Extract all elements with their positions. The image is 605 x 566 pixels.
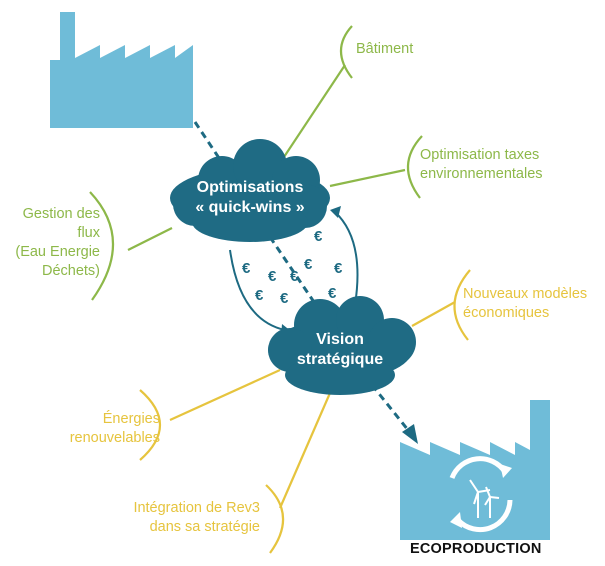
connector-gestion xyxy=(127,227,173,251)
cycle-arrowhead-right xyxy=(330,206,341,218)
euro-icon: € xyxy=(255,287,264,304)
cycle-arrow-left xyxy=(229,249,286,331)
label-batiment: Bâtiment xyxy=(356,40,413,59)
ecoproduction-title: ECOPRODUCTION xyxy=(410,541,542,557)
recycle-wind-icon xyxy=(449,456,513,533)
euro-icon: € xyxy=(314,228,323,245)
dashed-arrow-middle xyxy=(268,236,320,309)
label-batiment-line1: Bâtiment xyxy=(356,41,414,57)
label-modeles-line2: économiques xyxy=(463,305,550,321)
label-energies: Énergies renouvelables xyxy=(40,410,160,448)
arrowhead-bottom xyxy=(402,424,418,444)
label-gestion-line4: Déchets) xyxy=(41,263,100,279)
label-gestion-line2: flux xyxy=(77,225,100,241)
label-gestion-line1: Gestion des xyxy=(22,206,100,222)
label-energies-line2: renouvelables xyxy=(69,430,160,446)
cloud-vision-line1: Vision xyxy=(316,331,364,348)
bracket-batiment xyxy=(339,25,353,79)
connector-rev3 xyxy=(278,392,332,509)
bracket-rev3 xyxy=(265,484,285,554)
euro-icon: € xyxy=(280,290,289,307)
connector-batiment xyxy=(281,64,346,161)
euro-icon: € xyxy=(290,268,299,285)
cycle-arrow-right xyxy=(334,211,359,306)
label-taxes: Optimisation taxes environnementales xyxy=(420,146,543,184)
label-rev3-line2: dans sa stratégie xyxy=(149,519,260,535)
connector-energies xyxy=(169,368,281,422)
factory-top-left xyxy=(50,12,193,128)
euro-icon: € xyxy=(334,260,343,277)
cloud-quick-wins-label: Optimisations « quick-wins » xyxy=(190,178,310,218)
label-energies-line1: Énergies xyxy=(102,411,160,427)
cloud-quick-wins xyxy=(170,139,330,242)
euro-icon: € xyxy=(328,285,337,302)
connector-modeles xyxy=(411,301,456,327)
cloud-vision-label: Vision stratégique xyxy=(285,330,395,370)
bracket-taxes xyxy=(406,135,423,199)
bracket-energies xyxy=(139,389,162,461)
recycle-arrowheads xyxy=(450,464,512,528)
cloud-vision-line2: stratégique xyxy=(296,351,384,368)
label-gestion: Gestion des flux (Eau Energie Déchets) xyxy=(0,205,100,281)
wind-turbine-icon xyxy=(469,479,500,518)
label-modeles: Nouveaux modèles économiques xyxy=(463,285,587,323)
label-gestion-line3: (Eau Energie xyxy=(15,244,100,260)
euro-icon: € xyxy=(242,260,251,277)
label-modeles-line1: Nouveaux modèles xyxy=(463,286,588,302)
bracket-gestion xyxy=(89,191,115,301)
label-taxes-line1: Optimisation taxes xyxy=(420,147,540,163)
bracket-modeles xyxy=(453,269,471,341)
euro-icon: € xyxy=(304,256,313,273)
label-rev3-line1: Intégration de Rev3 xyxy=(133,500,260,516)
label-rev3: Intégration de Rev3 dans sa stratégie xyxy=(110,499,260,537)
factory-bottom-right xyxy=(400,400,550,540)
label-taxes-line2: environnementales xyxy=(420,166,543,182)
cloud-quick-wins-line2: « quick-wins » xyxy=(195,199,305,216)
cloud-quick-wins-line1: Optimisations xyxy=(196,179,304,196)
dashed-arrow-bottom xyxy=(370,384,410,431)
cloud-vision xyxy=(268,296,416,395)
euro-icon: € xyxy=(268,268,277,285)
connector-taxes xyxy=(329,168,406,188)
